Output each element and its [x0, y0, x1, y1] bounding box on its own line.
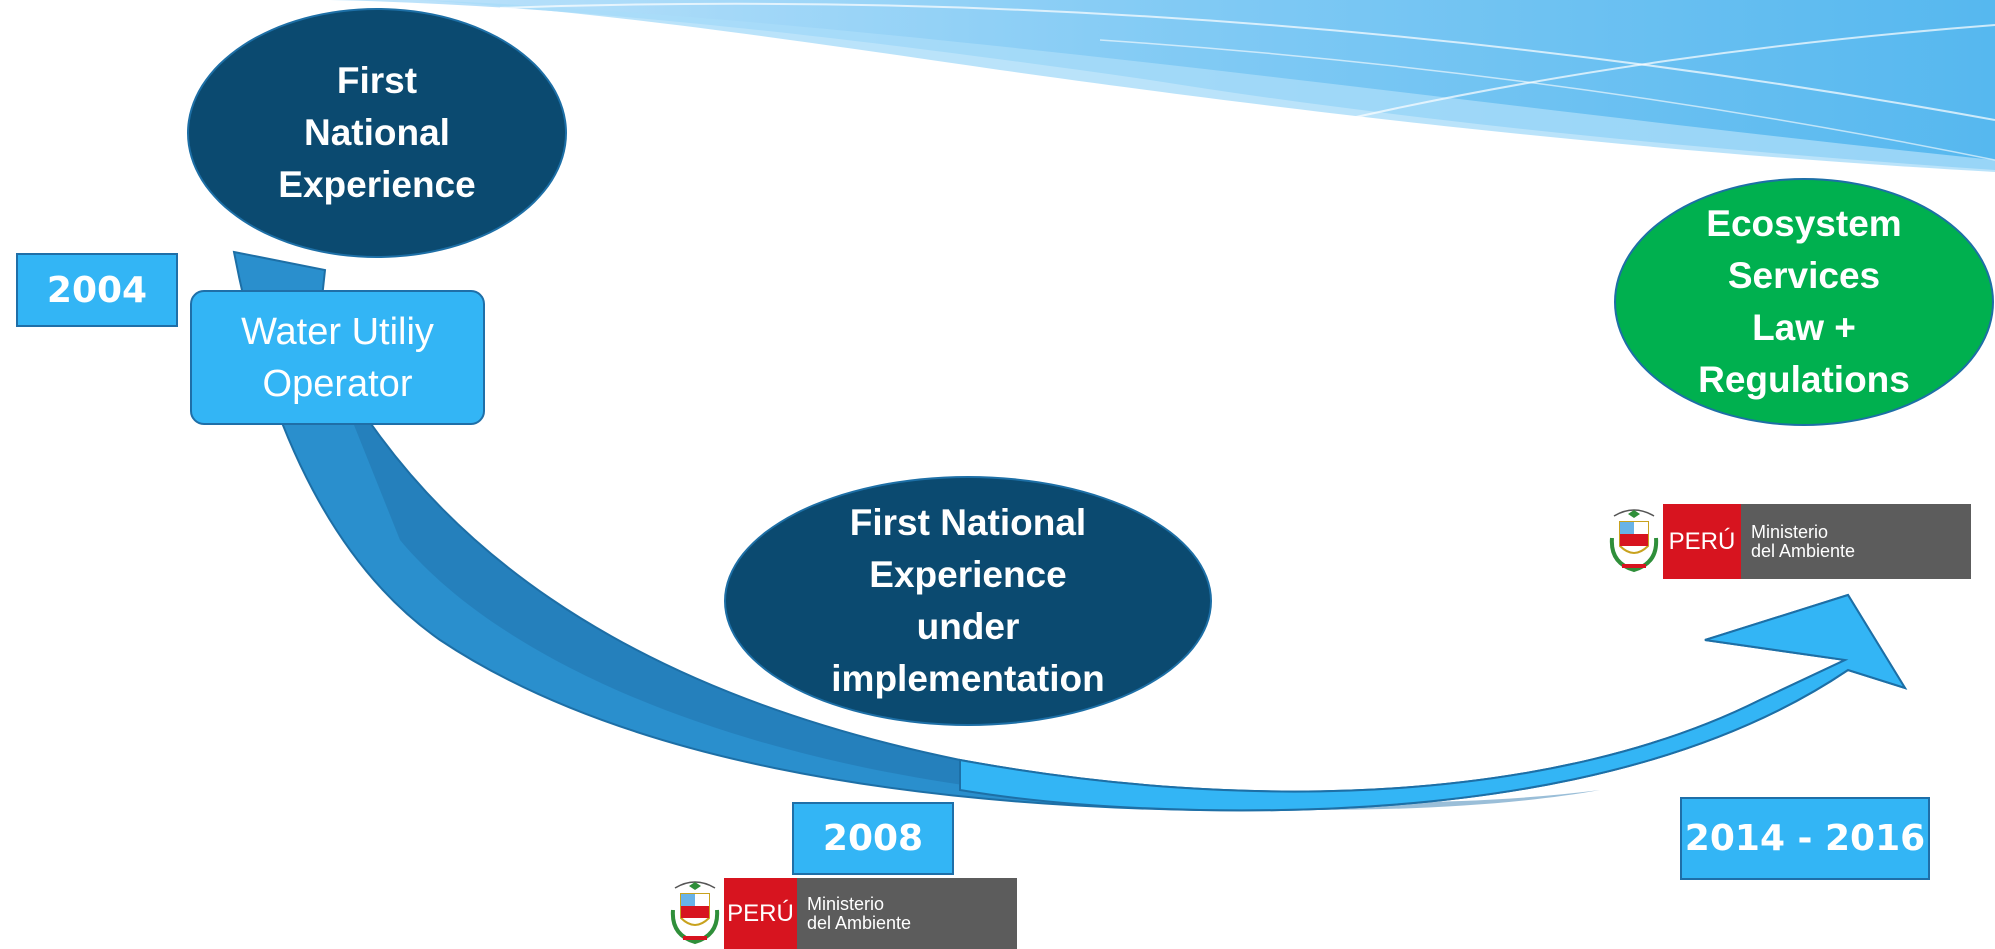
node-line: National [304, 112, 450, 153]
node-line: Services [1727, 255, 1881, 296]
ministry-logo-bottom: PERÚ Ministerio del Ambiente [666, 878, 1017, 949]
ministry-label: Ministerio del Ambiente [797, 878, 1017, 949]
node-line: Experience [278, 164, 476, 205]
node-line: Ecosystem [1706, 203, 1902, 244]
box-line: Operator [262, 362, 413, 405]
under-implementation-node: First National Experience under implemen… [724, 476, 1212, 726]
node-line: Law + [1752, 307, 1856, 348]
node-line: First National [849, 502, 1087, 543]
year-2008-label: 2008 [792, 802, 954, 875]
node-line: implementation [831, 658, 1105, 699]
node-line: Regulations [1698, 359, 1910, 400]
year-2014-2016-label: 2014 - 2016 [1680, 797, 1930, 880]
ministry-line: Ministerio [807, 893, 885, 914]
ministry-line: Ministerio [1751, 521, 1829, 542]
node-line: First [336, 60, 418, 101]
timeline-arrow [232, 250, 1908, 812]
peru-label: PERÚ [1663, 504, 1741, 579]
header-swoosh [330, 0, 1995, 172]
box-line: Water Utiliy [241, 310, 434, 353]
ecosystem-services-node: Ecosystem Services Law + Regulations [1614, 178, 1994, 426]
peru-coat-of-arms-icon [1605, 504, 1663, 579]
water-utility-box: Water Utiliy Operator [190, 290, 485, 425]
ministry-label: Ministerio del Ambiente [1741, 504, 1971, 579]
ministry-logo-right: PERÚ Ministerio del Ambiente [1605, 504, 1971, 579]
node-line: Experience [869, 554, 1067, 595]
peru-coat-of-arms-icon [666, 878, 724, 949]
year-2004-label: 2004 [16, 253, 178, 327]
node-line: under [916, 606, 1020, 647]
ministry-line: del Ambiente [1751, 540, 1856, 561]
ministry-line: del Ambiente [807, 912, 912, 933]
first-national-experience-node: First National Experience [187, 8, 567, 258]
peru-label: PERÚ [724, 878, 797, 949]
